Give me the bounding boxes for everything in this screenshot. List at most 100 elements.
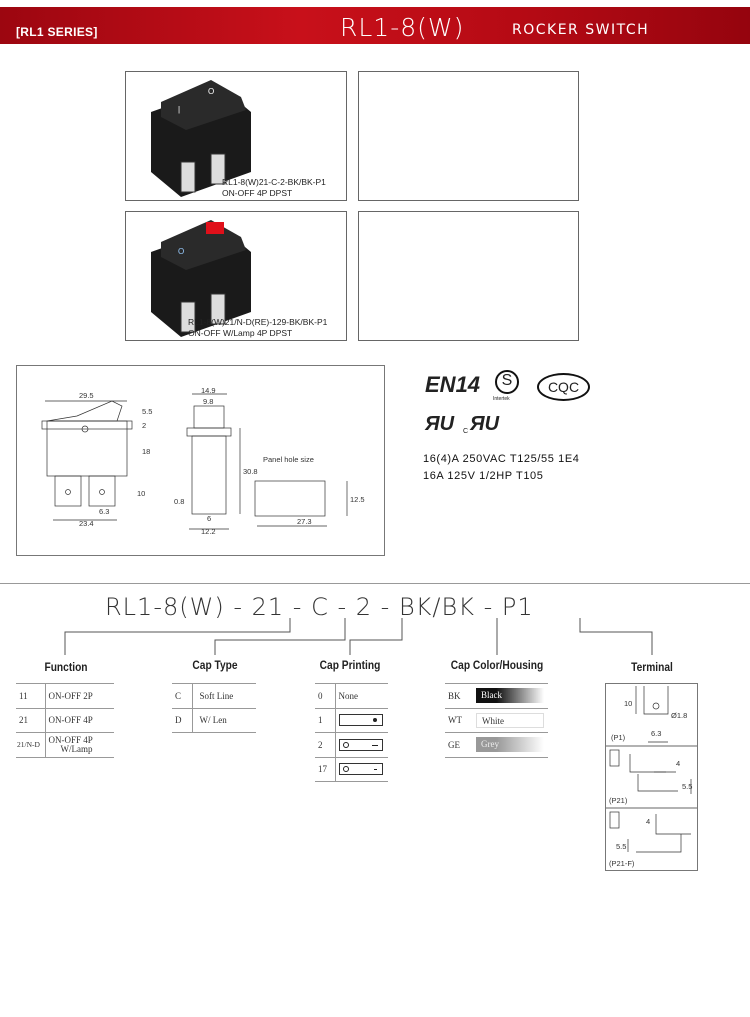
series-label: [RL1 SERIES] (16, 25, 98, 39)
dim-label: 14.9 (201, 386, 216, 395)
dim-label: 6.3 (651, 729, 661, 738)
terminal-diagrams: 10 Ø1.8 6.3 (P1) 4 5.5 (P21) 4 5.5 (P21-… (605, 683, 698, 871)
table-row: 2 (315, 732, 388, 758)
black-swatch: Black (476, 688, 544, 704)
dim-label: 10 (137, 489, 145, 498)
dim-label: 0.8 (174, 497, 184, 506)
code-cell: 21 (16, 707, 46, 733)
code-cell: 2 (315, 732, 336, 758)
dim-label: 29.5 (79, 391, 94, 400)
code-cell: D (172, 707, 193, 733)
product-photo-1: |O RL1-8(W)21-C-2-BK/BK-P1 ON-OFF 4P DPS… (125, 71, 347, 201)
terminal-header: Terminal (631, 660, 673, 674)
dim-label: 4 (646, 817, 650, 826)
code-cell: C (172, 683, 193, 709)
panel-hole (254, 480, 348, 527)
dim-label: 10 (624, 699, 632, 708)
product-photo-placeholder (358, 71, 579, 201)
value-cell: None (335, 683, 388, 709)
dim-label: 5.5 (616, 842, 626, 851)
code-cell: 1 (315, 707, 336, 733)
code-cell: GE (445, 732, 473, 758)
cqc-logo: CQC (537, 373, 590, 401)
code-cell: 0 (315, 683, 336, 709)
value-cell: Soft Line (192, 683, 256, 709)
dimension-drawing: 29.5 5.5 2 18 10 6.3 23.4 14.9 9.8 30.8 … (16, 365, 385, 556)
front-view (41, 400, 133, 521)
dim-label: 18 (142, 447, 150, 456)
table-row: 17 (315, 756, 388, 782)
model-title: RL1-8(W) (340, 13, 465, 42)
photo-caption-part: RL1-8(W)21-C-2-BK/BK-P1 (222, 177, 326, 187)
dim-label: 9.8 (203, 397, 213, 406)
dim-label: 30.8 (243, 467, 258, 476)
grey-swatch: Grey (476, 737, 544, 753)
dim-label: 5.5 (682, 782, 692, 791)
code-cell: WT (445, 707, 473, 733)
side-view (186, 393, 241, 530)
enec-logo: EN14 (425, 372, 481, 397)
value-cell: ON-OFF 4P (45, 707, 114, 733)
terminal-label: (P21) (609, 796, 628, 805)
dim-label: 5.5 (142, 407, 152, 416)
code-cell: 17 (315, 756, 336, 782)
cul-logo: ЯU (470, 413, 500, 435)
panel-hole-label: Panel hole size (263, 455, 314, 464)
value-cell: ON-OFF 4P (48, 734, 93, 745)
cap-color-header: Cap Color/Housing (450, 658, 544, 672)
code-cell: 11 (16, 683, 46, 709)
cap-type-header: Cap Type (192, 658, 238, 672)
code-cell: BK (445, 683, 473, 709)
svg-text:|: | (178, 105, 180, 114)
ul-logo: ЯU (425, 413, 455, 435)
function-header: Function (44, 660, 88, 674)
value-cell: W/Lamp (60, 743, 93, 754)
lamp-rocker-switch-image: O (151, 220, 251, 337)
white-swatch: White (476, 712, 544, 728)
cap-printing-header: Cap Printing (319, 658, 381, 672)
terminal-p21 (609, 749, 692, 794)
photo-caption-desc: ON-OFF 4P DPST (222, 188, 293, 198)
print-dot-symbol (338, 714, 383, 727)
svg-text:O: O (178, 247, 184, 256)
code-cell: 21/N-D (16, 732, 46, 758)
dim-label: 6 (207, 514, 211, 523)
dim-label: 27.3 (297, 517, 312, 526)
dim-label: 6.3 (99, 507, 109, 516)
rating-line: 16A 125V 1/2HP T105 (423, 470, 544, 482)
dim-label: 2 (142, 421, 146, 430)
terminal-p1 (635, 686, 669, 743)
terminal-label: (P21-F) (609, 859, 635, 868)
value-cell: ON-OFF 2P (45, 683, 114, 709)
divider (0, 583, 750, 584)
dim-label: 12.2 (201, 527, 216, 536)
rocker-switch-image: |O (151, 80, 251, 197)
dim-label: 23.4 (79, 519, 94, 528)
intertek-label: Intertek (493, 396, 510, 402)
cul-c-label: C (463, 428, 469, 435)
dim-label: 12.5 (350, 495, 365, 504)
svg-text:O: O (208, 87, 214, 96)
dim-label: Ø1.8 (671, 711, 687, 720)
value-cell: W/ Len (192, 707, 256, 733)
photo-caption-part: RL1-8(W)21/N-D(RE)-129-BK/BK-P1 (188, 317, 328, 327)
print-power-symbol (338, 763, 383, 776)
s-mark-logo: S (495, 370, 519, 394)
photo-caption-desc: ON-OFF W/Lamp 4P DPST (188, 328, 293, 338)
terminal-label: (P1) (611, 733, 626, 742)
code-connector-lines (64, 618, 653, 655)
terminal-p21f (609, 811, 691, 853)
product-photo-2: O RL1-8(W)21/N-D(RE)-129-BK/BK-P1 ON-OFF… (125, 211, 347, 341)
